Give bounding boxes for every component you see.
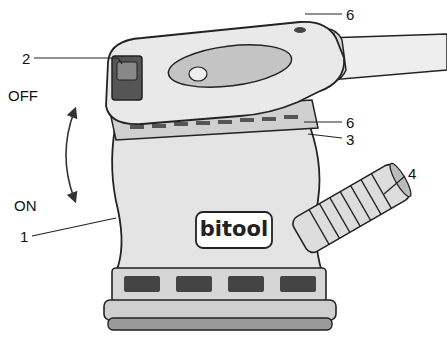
callout-number: 6 (346, 115, 354, 130)
grip-cap (166, 39, 294, 94)
sanding-pad (104, 300, 336, 320)
callout-number: 6 (346, 7, 354, 22)
logo-badge (196, 212, 272, 248)
motor-housing (112, 116, 322, 272)
brand-logo: bitool (200, 219, 268, 240)
switch-position-label: ON (14, 198, 37, 213)
callout-number: 1 (20, 229, 28, 244)
switch-direction-arrow (66, 112, 74, 198)
callout-number: 3 (346, 132, 354, 147)
dust-port (290, 160, 415, 255)
switch-position-label: OFF (8, 88, 38, 103)
handle (106, 22, 344, 124)
leader-lines (32, 14, 405, 236)
base-vents (112, 268, 326, 302)
callout-number: 4 (408, 166, 416, 181)
switch (112, 56, 142, 100)
callout-number: 2 (22, 51, 30, 66)
